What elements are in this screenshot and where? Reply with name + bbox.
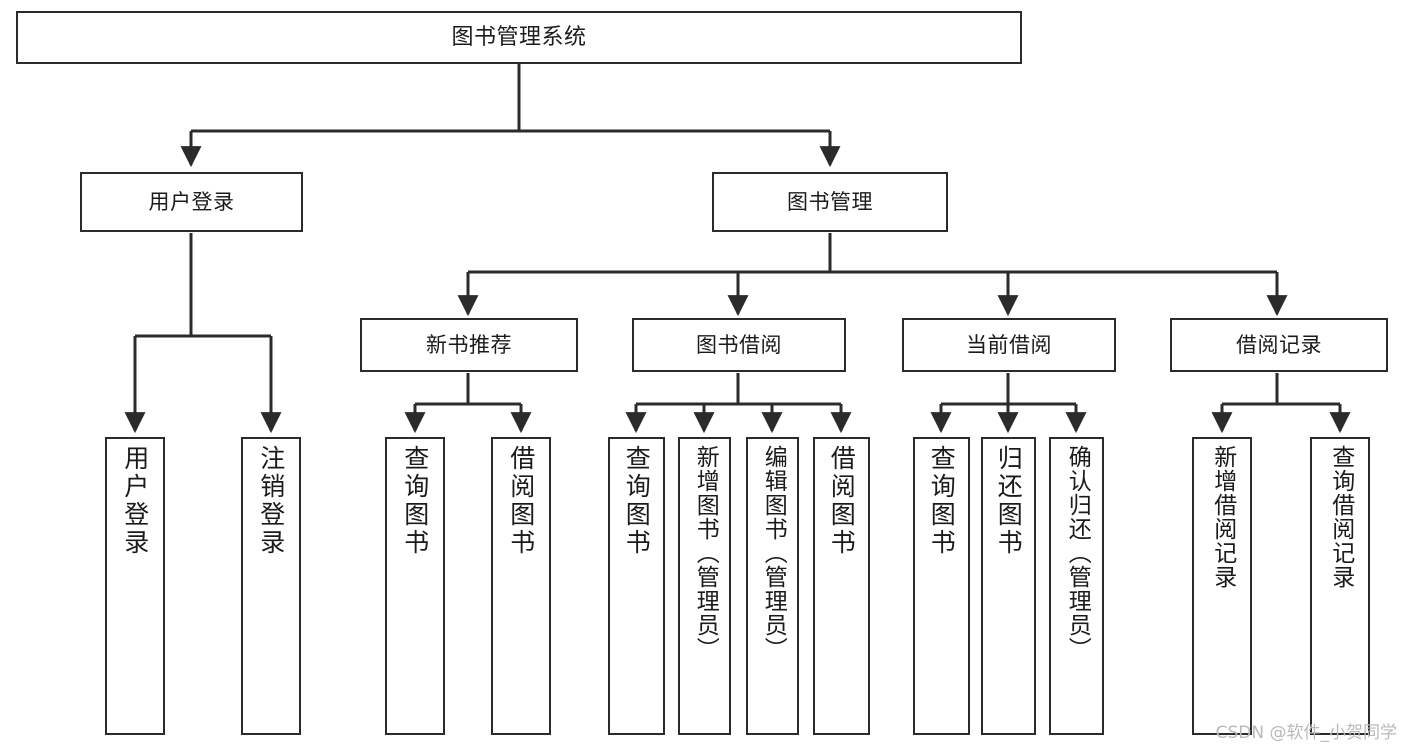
node-leaf-logout-login[interactable]: 注销登录 xyxy=(241,437,301,735)
node-leaf-add-record-label: 新增借阅记录 xyxy=(1209,445,1236,589)
node-leaf-query-book-3-label: 查询图书 xyxy=(927,445,957,557)
node-leaf-user-login[interactable]: 用户登录 xyxy=(105,437,165,735)
node-leaf-return-book[interactable]: 归还图书 xyxy=(981,437,1036,735)
node-leaf-query-book-1[interactable]: 查询图书 xyxy=(385,437,445,735)
node-book-borrow[interactable]: 图书借阅 xyxy=(632,318,846,372)
node-leaf-add-record[interactable]: 新增借阅记录 xyxy=(1192,437,1252,735)
node-leaf-edit-book[interactable]: 编辑图书（管理员） xyxy=(746,437,799,735)
node-leaf-query-book-2-label: 查询图书 xyxy=(622,445,652,557)
node-leaf-return-book-label: 归还图书 xyxy=(994,445,1024,557)
node-root[interactable]: 图书管理系统 xyxy=(16,11,1022,64)
node-leaf-borrow-book-2-label: 借阅图书 xyxy=(827,445,857,557)
node-leaf-query-book-3[interactable]: 查询图书 xyxy=(913,437,970,735)
node-book-management-label: 图书管理 xyxy=(787,189,873,214)
node-leaf-borrow-book-1-label: 借阅图书 xyxy=(506,445,536,557)
node-new-book-recommend[interactable]: 新书推荐 xyxy=(360,318,578,372)
node-leaf-query-record-label: 查询借阅记录 xyxy=(1327,445,1354,589)
node-book-management[interactable]: 图书管理 xyxy=(712,172,948,232)
node-leaf-confirm-return-label: 确认归还（管理员） xyxy=(1064,445,1091,661)
node-leaf-borrow-book-2[interactable]: 借阅图书 xyxy=(813,437,870,735)
node-user-login-label: 用户登录 xyxy=(148,189,235,214)
node-leaf-edit-book-label: 编辑图书（管理员） xyxy=(760,445,787,661)
node-leaf-query-book-2[interactable]: 查询图书 xyxy=(608,437,665,735)
node-borrow-record-label: 借阅记录 xyxy=(1236,332,1322,357)
node-leaf-query-record[interactable]: 查询借阅记录 xyxy=(1310,437,1370,735)
node-leaf-borrow-book-1[interactable]: 借阅图书 xyxy=(491,437,551,735)
node-leaf-add-book-label: 新增图书（管理员） xyxy=(692,445,719,661)
node-book-borrow-label: 图书借阅 xyxy=(696,332,782,357)
node-current-borrow-label: 当前借阅 xyxy=(966,332,1052,357)
node-leaf-query-book-1-label: 查询图书 xyxy=(400,445,430,557)
node-leaf-user-login-label: 用户登录 xyxy=(120,445,150,557)
node-leaf-add-book[interactable]: 新增图书（管理员） xyxy=(678,437,731,735)
node-leaf-confirm-return[interactable]: 确认归还（管理员） xyxy=(1049,437,1104,735)
node-borrow-record[interactable]: 借阅记录 xyxy=(1170,318,1388,372)
node-new-book-recommend-label: 新书推荐 xyxy=(426,332,512,357)
node-leaf-logout-login-label: 注销登录 xyxy=(256,445,286,557)
node-user-login[interactable]: 用户登录 xyxy=(80,172,303,232)
node-root-label: 图书管理系统 xyxy=(451,24,587,50)
node-current-borrow[interactable]: 当前借阅 xyxy=(902,318,1116,372)
